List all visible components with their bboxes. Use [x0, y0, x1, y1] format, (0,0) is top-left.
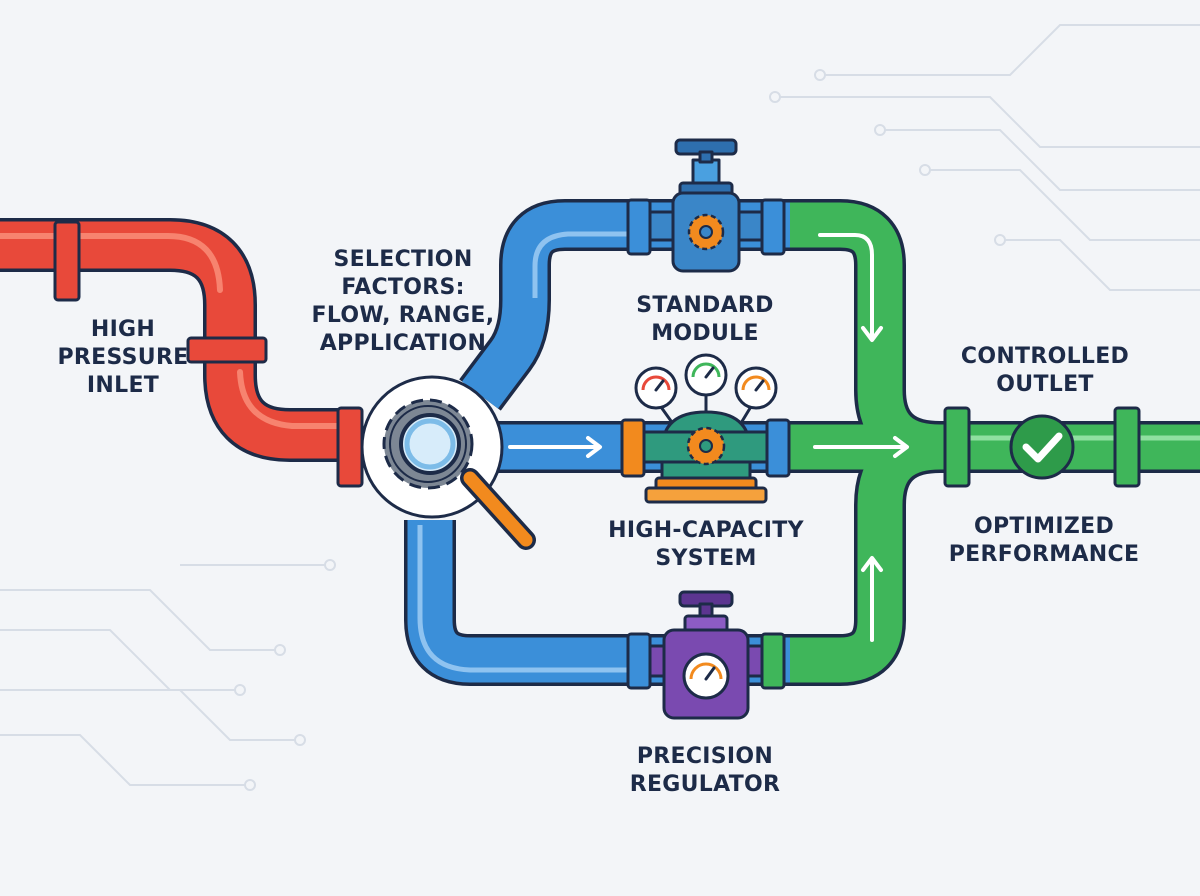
- label-line: OPTIMIZED: [973, 514, 1115, 539]
- label-high-capacity-system: HIGH-CAPACITY SYSTEM: [606, 517, 806, 573]
- label-controlled-outlet: CONTROLLED OUTLET: [950, 343, 1140, 399]
- label-line: HIGH-CAPACITY: [608, 518, 804, 543]
- label-high-pressure-inlet: HIGH PRESSURE INLET: [48, 316, 198, 400]
- pressure-gauge-icon: [734, 366, 778, 410]
- gear-icon: [686, 426, 726, 466]
- label-line: FLOW, RANGE,: [311, 303, 495, 328]
- label-line: REGULATOR: [629, 772, 781, 797]
- label-line: MODULE: [651, 321, 759, 346]
- check-icon: [1009, 414, 1075, 480]
- label-standard-module: STANDARD MODULE: [620, 292, 790, 348]
- label-selection-factors: SELECTION FACTORS: FLOW, RANGE, APPLICAT…: [298, 246, 508, 358]
- pressure-gauge-icon: [684, 353, 728, 397]
- precision-regulator-valve: [626, 590, 786, 720]
- label-line: PRESSURE: [57, 345, 189, 370]
- inlet-pipe: [0, 218, 364, 488]
- outlet-pipes: [790, 199, 1200, 686]
- high-capacity-unit: [620, 353, 791, 504]
- gear-icon: [687, 213, 725, 251]
- label-line: PERFORMANCE: [948, 542, 1140, 567]
- magnifier-gear-icon: [360, 375, 536, 550]
- label-line: HIGH: [90, 317, 156, 342]
- label-line: FACTORS:: [341, 275, 465, 300]
- label-optimized-performance: OPTIMIZED PERFORMANCE: [944, 513, 1144, 569]
- label-line: SELECTION: [333, 247, 473, 272]
- pressure-gauge-icon: [634, 366, 678, 410]
- label-precision-regulator: PRECISION REGULATOR: [620, 743, 790, 799]
- circuit-decoration: [0, 24, 1200, 791]
- label-line: STANDARD: [636, 293, 774, 318]
- label-line: INLET: [86, 373, 160, 398]
- label-line: OUTLET: [996, 372, 1094, 397]
- label-line: SYSTEM: [655, 546, 757, 571]
- pressure-gauge-icon: [682, 652, 730, 700]
- label-line: CONTROLLED: [960, 344, 1130, 369]
- standard-module-valve: [626, 138, 786, 273]
- label-line: PRECISION: [636, 744, 774, 769]
- flow-arrow-icon: [813, 233, 909, 642]
- flow-arrow-icon: [508, 436, 602, 458]
- label-line: APPLICATION: [319, 331, 487, 356]
